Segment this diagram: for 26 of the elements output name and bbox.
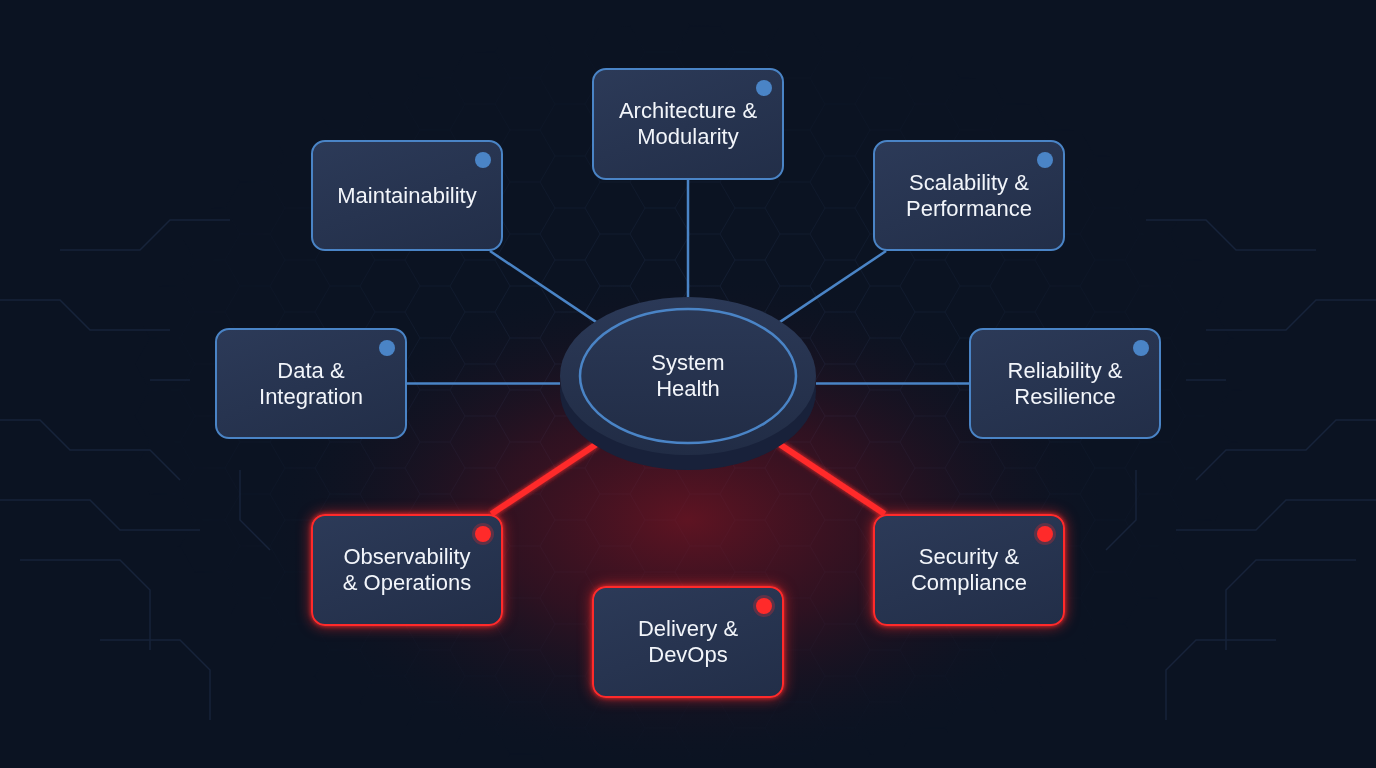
connector-line bbox=[489, 441, 599, 517]
connector-line bbox=[816, 382, 969, 385]
hub-disk bbox=[560, 297, 816, 470]
category-card bbox=[873, 140, 1065, 251]
category-card bbox=[592, 68, 784, 180]
card-label: Architecture & Modularity bbox=[617, 98, 759, 150]
card-label: Scalability & Performance bbox=[905, 169, 1033, 222]
category-card bbox=[873, 514, 1065, 626]
connector-line bbox=[489, 249, 598, 324]
connector-line bbox=[777, 441, 887, 517]
card-label: Maintainability bbox=[337, 182, 477, 209]
category-card bbox=[592, 586, 784, 698]
connector-line bbox=[407, 382, 560, 385]
card-label: Security & Compliance bbox=[909, 544, 1029, 596]
card-label: Observability & Operations bbox=[341, 544, 473, 596]
category-card bbox=[311, 140, 503, 251]
card-label: Data & Integration bbox=[258, 357, 364, 410]
card-label: Reliability & Resilience bbox=[1006, 357, 1124, 410]
hub-label: System Health bbox=[650, 350, 726, 402]
category-card bbox=[311, 514, 503, 626]
card-label: Delivery & DevOps bbox=[636, 616, 740, 668]
connector-line bbox=[686, 180, 690, 297]
connector-line bbox=[778, 249, 887, 324]
category-card bbox=[969, 328, 1161, 439]
connector-line bbox=[685, 470, 691, 586]
category-card bbox=[215, 328, 407, 439]
